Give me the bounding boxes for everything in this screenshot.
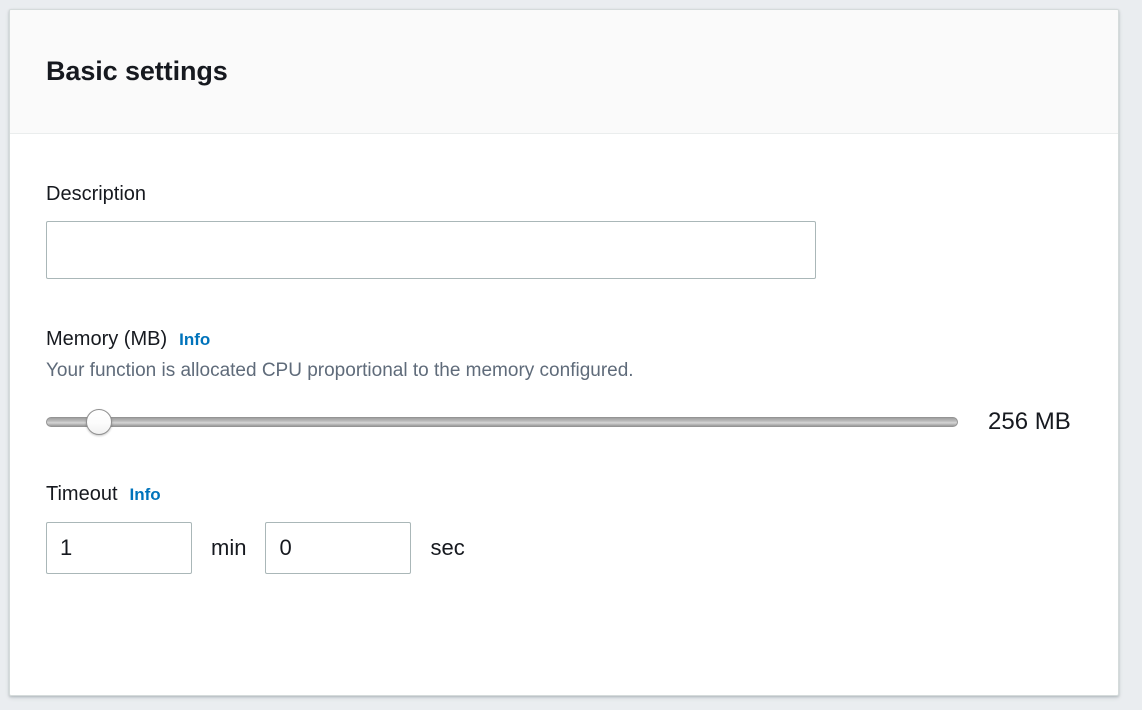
memory-label: Memory (MB) [46, 328, 168, 350]
timeout-minutes-unit: min [211, 534, 247, 560]
timeout-label-row: Timeout Info [46, 482, 1082, 507]
timeout-inputs-row: min sec [46, 521, 1082, 574]
description-input-row [46, 221, 1082, 279]
card-body: Description Memory (MB) Info Your functi… [10, 134, 1118, 574]
memory-field: Memory (MB) Info Your function is alloca… [46, 327, 1082, 436]
basic-settings-card: Basic settings Description Memory (MB) I… [9, 9, 1119, 696]
timeout-label: Timeout [46, 482, 118, 505]
card-header: Basic settings [10, 10, 1118, 134]
description-field: Description [46, 182, 1082, 279]
timeout-info-link[interactable]: Info [129, 484, 161, 504]
timeout-field: Timeout Info min sec [46, 482, 1082, 574]
page-title: Basic settings [46, 55, 228, 86]
memory-value-label: 256 MB [988, 407, 1071, 435]
slider-thumb[interactable] [85, 408, 112, 435]
memory-hint: Your function is allocated CPU proportio… [46, 360, 634, 381]
timeout-seconds-unit: sec [430, 534, 465, 560]
description-label: Description [46, 183, 147, 205]
memory-label-row: Memory (MB) Info [46, 327, 1082, 352]
memory-slider[interactable] [46, 408, 958, 436]
description-input[interactable] [46, 221, 816, 279]
timeout-minutes-input[interactable] [46, 521, 192, 574]
timeout-seconds-input[interactable] [265, 521, 412, 574]
description-label-row: Description [46, 182, 1082, 207]
memory-slider-row: 256 MB [46, 408, 1082, 436]
memory-info-link[interactable]: Info [179, 330, 211, 349]
slider-track[interactable] [46, 416, 958, 427]
